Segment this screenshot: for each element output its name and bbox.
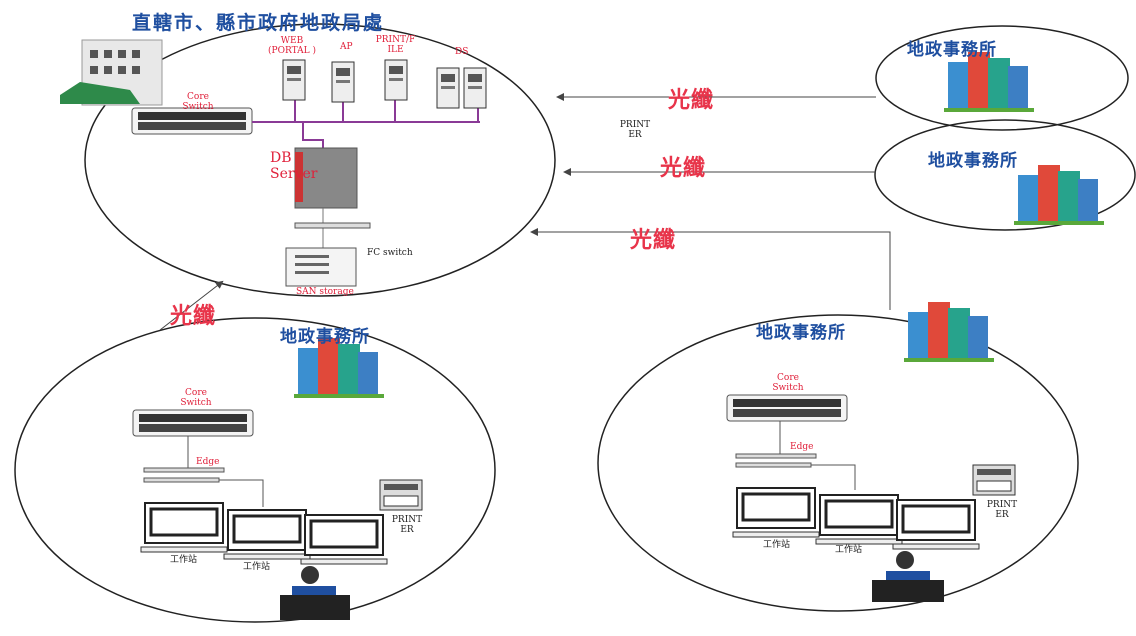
printer-icon [379, 479, 423, 511]
core-switch-icon [726, 394, 848, 422]
hq-zone [84, 23, 556, 297]
ds-server-label: DS [455, 47, 469, 57]
edge-switch-label: Edge [196, 457, 220, 467]
fiber-label: 光纖 [660, 156, 707, 181]
office-zone-4 [597, 314, 1079, 612]
hq-building-icon [60, 39, 163, 106]
office-zone-2 [874, 119, 1136, 231]
edge-switch-label: Edge [790, 442, 814, 452]
office-building-icon [1014, 165, 1104, 225]
fiber-label: 光纖 [630, 228, 677, 253]
office-building-icon [904, 302, 994, 362]
fc-switch-icon [294, 222, 371, 229]
office-building-icon [944, 52, 1034, 112]
printer-icon [972, 464, 1016, 496]
workstation-icon [139, 501, 229, 554]
web-server-label: WEB (PORTAL ) [268, 36, 316, 56]
office-zone-3 [14, 317, 496, 623]
workstation-icon [891, 498, 981, 551]
edge-switch-icon [735, 453, 817, 459]
user-icon [872, 551, 944, 602]
office-label: 地政事務所 [756, 323, 846, 343]
core-switch-label: Core Switch [182, 92, 214, 112]
printer-label: PRINT ER [391, 515, 423, 535]
office-label: 地政事務所 [907, 40, 997, 60]
workstation-icon [299, 513, 389, 566]
printer-label: PRINT ER [619, 120, 651, 140]
workstation-icon [731, 486, 821, 539]
db-server-label: DB Server [270, 150, 318, 182]
edge-switch-icon [143, 467, 225, 473]
fiber-link-4 [159, 280, 224, 331]
workstation-label: 工作站 [170, 555, 198, 565]
fc-switch-label: FC switch [367, 248, 413, 258]
user-icon [280, 566, 350, 620]
office-label: 地政事務所 [280, 327, 370, 347]
web-server-icon [282, 59, 306, 101]
core-switch-label: Core Switch [180, 388, 212, 408]
printer-label: PRINT ER [986, 500, 1018, 520]
san-storage-label: SAN storage [296, 287, 354, 297]
office-label: 地政事務所 [928, 151, 1018, 171]
fiber-label: 光纖 [170, 304, 217, 329]
file-server-icon [384, 59, 408, 101]
san-storage-icon [285, 247, 357, 287]
workstation-label: 工作站 [763, 540, 791, 550]
file-server-label: PRINT/F ILE [375, 35, 416, 55]
workstation-icon [814, 493, 904, 546]
ap-server-label: AP [340, 42, 353, 52]
core-switch-icon [132, 409, 254, 437]
workstation-label: 工作站 [835, 545, 863, 555]
core-switch-label: Core Switch [772, 373, 804, 393]
fiber-link-3 [530, 228, 891, 310]
ap-server-icon [331, 61, 355, 103]
ds-server-icon-2 [463, 67, 487, 109]
office-building-icon [294, 338, 384, 398]
workstation-label: 工作站 [243, 562, 271, 572]
ds-server-icon [436, 67, 460, 109]
office-zone-1 [875, 25, 1129, 131]
fiber-label: 光纖 [668, 88, 715, 113]
workstation-icon [222, 508, 312, 561]
db-server-icon [294, 147, 358, 209]
diagram-title: 直轄市、縣市政府地政局處 [132, 12, 385, 34]
